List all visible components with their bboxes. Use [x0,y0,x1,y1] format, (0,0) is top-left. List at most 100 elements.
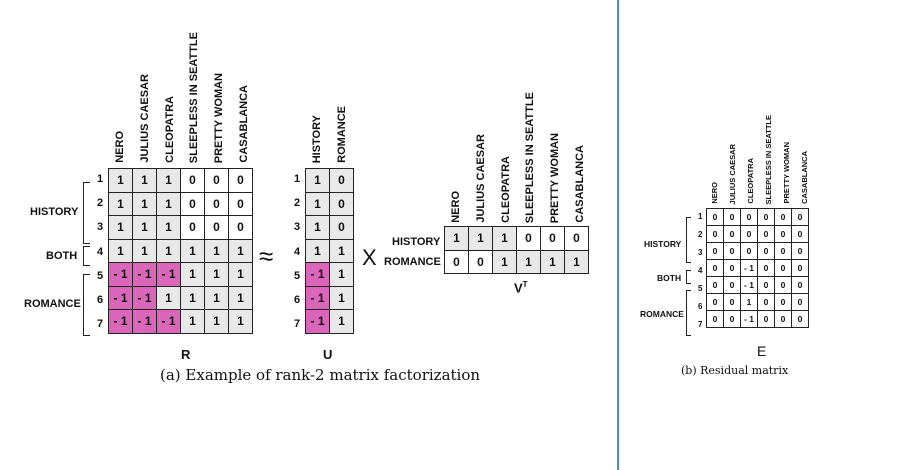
r-cell: 1 [132,191,157,216]
r-cell: - 1 [156,262,181,287]
e-cell: 0 [723,225,741,243]
r-cell: 1 [180,238,205,263]
r-cell: 1 [108,191,133,216]
e-cell: 0 [706,276,724,294]
r-cell: 0 [228,168,253,193]
u-cell: - 1 [305,309,330,334]
row-number: 3 [294,221,301,234]
column-header: JULIUS CAESAR [474,134,487,223]
column-header: NERO [449,191,462,223]
e-cell: 0 [774,276,792,294]
r-cell: 1 [228,238,253,263]
row-number: 6 [97,294,104,306]
e-row-label-both: BOTH [657,273,682,283]
e-cell: 0 [706,310,724,328]
row-number: 2 [294,197,301,210]
r-cell: 1 [204,262,229,287]
e-cell: 0 [723,293,741,311]
row-label-romance: ROMANCE [24,298,81,310]
vt-cell: 1 [516,249,541,274]
row-number: 1 [294,173,301,185]
u-cell: 1 [305,238,330,263]
e-cell: 0 [740,208,758,226]
row-number: 5 [97,269,104,282]
column-header: CLEOPATRA [499,156,512,223]
r-cell: 1 [228,309,253,334]
row-number: 5 [294,269,301,282]
vt-cell: 1 [564,249,589,274]
e-cell: 0 [757,293,775,311]
e-row-label-romance: ROMANCE [640,309,684,319]
r-cell: 0 [180,191,205,216]
vt-cell: 0 [516,226,541,251]
column-header: SLEEPLESS IN SEATTLE [764,114,774,204]
r-cell: 1 [180,309,205,334]
r-cell: 1 [204,285,229,310]
approx-symbol: ≈ [259,241,274,271]
column-header: JULIUS CAESAR [138,74,151,163]
r-cell: 1 [204,309,229,334]
u-cell: 0 [329,191,354,216]
row-number: 2 [698,230,703,239]
column-header: CASABLANCA [800,151,810,204]
r-cell: 1 [132,215,157,240]
r-cell: 1 [108,238,133,263]
u-cell: 1 [305,168,330,193]
row-number: 4 [97,245,104,258]
e-cell: 0 [740,242,758,260]
column-header: HISTORY [310,114,323,163]
row-number: 5 [698,284,703,293]
row-number: 1 [97,173,104,185]
u-cell: 1 [329,285,354,310]
column-header: PRETTY WOMAN [549,132,562,223]
r-cell: - 1 [132,309,157,334]
e-cell: 0 [791,293,809,311]
r-cell: - 1 [108,285,133,310]
e-cell: - 1 [740,310,758,328]
e-cell: 0 [774,242,792,260]
r-cell: 0 [204,191,229,216]
row-label-history: HISTORY [30,206,79,218]
matrix-U-label: U [323,347,333,362]
e-cell: 0 [706,259,724,277]
row-number: 4 [294,245,301,258]
column-header: CLEOPATRA [163,96,176,163]
history-brace [83,182,90,244]
row-number: 6 [294,294,301,306]
row-number: 7 [698,320,703,329]
u-cell: 0 [329,215,354,240]
r-cell: - 1 [108,309,133,334]
r-cell: 1 [156,285,181,310]
e-cell: 0 [774,259,792,277]
r-cell: 1 [108,215,133,240]
row-number: 7 [97,318,104,331]
u-cell: 0 [329,168,354,193]
r-cell: 1 [204,238,229,263]
r-cell: 1 [156,215,181,240]
e-cell: 0 [757,259,775,277]
r-cell: - 1 [156,309,181,334]
vt-label-sup: T [522,280,528,289]
u-cell: 1 [329,262,354,287]
column-header: PRETTY WOMAN [213,72,226,163]
r-cell: 1 [180,285,205,310]
e-cell: 0 [791,276,809,294]
vt-cell: 1 [492,249,517,274]
